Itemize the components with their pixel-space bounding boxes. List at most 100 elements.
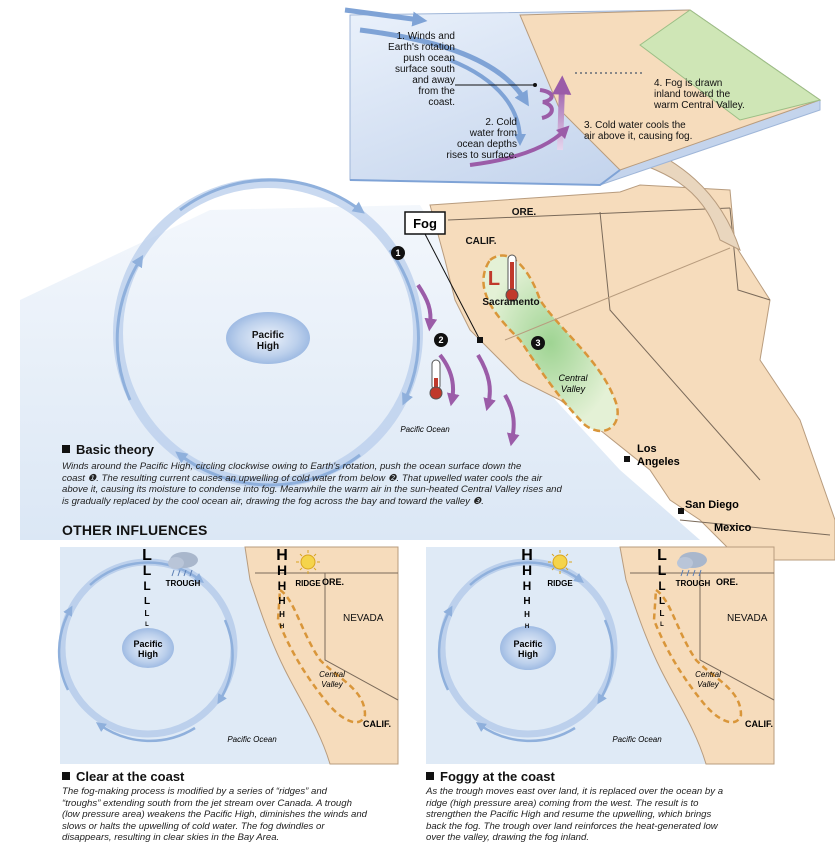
calif-label: CALIF. [465,236,496,247]
main-map: Pacific High Pacific Ocean Fog ORE. CALI… [20,178,835,561]
svg-text:H: H [522,562,532,578]
panel-foggy-high-label-2: High [518,649,538,659]
svg-text:surface south: surface south [395,64,455,75]
svg-text:L: L [659,596,665,607]
pacific-high-blob [226,312,310,364]
svg-text:push ocean: push ocean [403,53,455,64]
svg-text:from the: from the [418,86,455,97]
los-angeles-marker [624,456,630,462]
panel-foggy-l-column: L L L L L L [657,547,667,628]
inset-swirl [539,88,554,120]
thermometer-icon-ocean [429,359,443,400]
svg-text:H: H [524,610,530,619]
central-valley [482,254,619,433]
svg-text:H: H [278,596,285,607]
svg-text:L: L [143,579,150,593]
panel-clear-high-label-1: Pacific [133,639,162,649]
svg-text:H: H [276,547,288,564]
sun-icon [548,550,572,574]
svg-text:L: L [142,547,152,564]
panel-clear-ore: ORE. [322,577,344,587]
pacific-high-label-2: High [257,341,279,352]
panel-clear-trough-label: TROUGH [166,579,201,588]
inset-step3-text: 3. Cold water cools the air above it, ca… [584,120,692,142]
san-diego-marker [678,508,684,514]
inset-connector-line [504,247,731,341]
inset-upwelling-arrow [552,75,572,151]
fog-label: Fog [413,216,437,231]
svg-text:1. Winds and: 1. Winds and [397,31,455,42]
svg-text:warm Central Valley.: warm Central Valley. [653,100,745,111]
svg-text:H: H [278,579,287,593]
foggy-heading: Foggy at the coast [426,769,555,784]
rain-cloud-icon [168,552,198,577]
inset-step2-text: 2. Cold water from ocean depths rises to… [446,117,517,161]
svg-text:L: L [143,562,152,578]
panel-clear-calif: CALIF. [363,719,391,729]
san-diego-label: San Diego [685,499,739,511]
high-circulation-arrows [115,178,420,487]
svg-text:L: L [145,622,149,628]
pacific-high-label-1: Pacific [252,330,285,341]
svg-text:H: H [279,610,285,619]
border-calif-nevada [599,211,761,481]
svg-text:inland toward the: inland toward the [654,89,731,100]
svg-text:water from: water from [469,128,517,139]
svg-text:air above it, causing fog.: air above it, causing fog. [584,131,692,142]
central-valley-label-2: Valley [561,384,586,394]
svg-text:L: L [658,579,665,593]
svg-text:L: L [144,596,150,607]
panel-foggy-nevada: NEVADA [727,613,768,624]
panel-foggy-land [619,546,775,765]
svg-text:H: H [277,562,287,578]
svg-text:H: H [523,596,530,607]
svg-text:L: L [660,622,664,628]
panel-foggy-h-column: H H H H H H [521,547,533,630]
sf-bay-marker [477,337,483,343]
inset-valley [639,9,822,121]
panel-foggy-valley [652,587,743,724]
los-angeles-label-2: Angeles [637,456,680,468]
clear-heading: Clear at the coast [62,769,184,784]
mexico-label: Mexico [714,522,752,534]
rain-cloud-icon [677,552,707,577]
svg-text:2: 2 [438,335,443,345]
sun-icon [296,550,320,574]
svg-text:H: H [525,624,529,630]
svg-text:H: H [523,579,532,593]
sacramento-label: Sacramento [482,297,539,308]
ore-label: ORE. [512,207,537,218]
svg-text:coast.: coast. [428,97,455,108]
coastal-current-arrows [416,283,520,447]
marker-3: 3 [531,336,545,350]
panel-foggy-valley-label-2: Valley [697,680,719,689]
los-angeles-label-1: Los [637,443,657,455]
inset-step1-text: 1. Winds and Earth's rotation push ocean… [388,31,455,108]
svg-text:ocean depths: ocean depths [457,139,517,150]
svg-text:H: H [280,624,284,630]
basic-theory-text: Winds around the Pacific High, circling … [62,461,562,507]
thermometer-icon-land [505,254,519,302]
svg-text:L: L [657,547,667,564]
panel-foggy-high-label-1: Pacific [513,639,542,649]
svg-text:H: H [521,547,533,564]
border-mexico [679,519,831,536]
panel-foggy-ore: ORE. [716,577,738,587]
foggy-text: As the trough moves east over land, it i… [426,786,724,844]
panel-clear-valley [276,587,367,724]
svg-text:L: L [658,562,667,578]
svg-text:3: 3 [535,338,540,348]
panel-clear-ocean-label: Pacific Ocean [227,735,277,744]
svg-text:4. Fog is drawn: 4. Fog is drawn [654,78,722,89]
panel-clear-l-column: L L L L L L [142,547,152,628]
basic-theory-heading: Basic theory [62,442,154,457]
panel-foggy: Pacific High Pacific Ocean Central Valle… [426,546,775,765]
svg-text:L: L [660,609,665,618]
border-ore-calif [447,207,731,221]
inset-wind-arrows [344,7,529,146]
marker-2: 2 [434,333,448,347]
clear-text: The fog-making process is modified by a … [62,786,368,844]
other-influences-heading: OTHER INFLUENCES [62,522,208,538]
low-pressure-letter: L [488,268,500,290]
